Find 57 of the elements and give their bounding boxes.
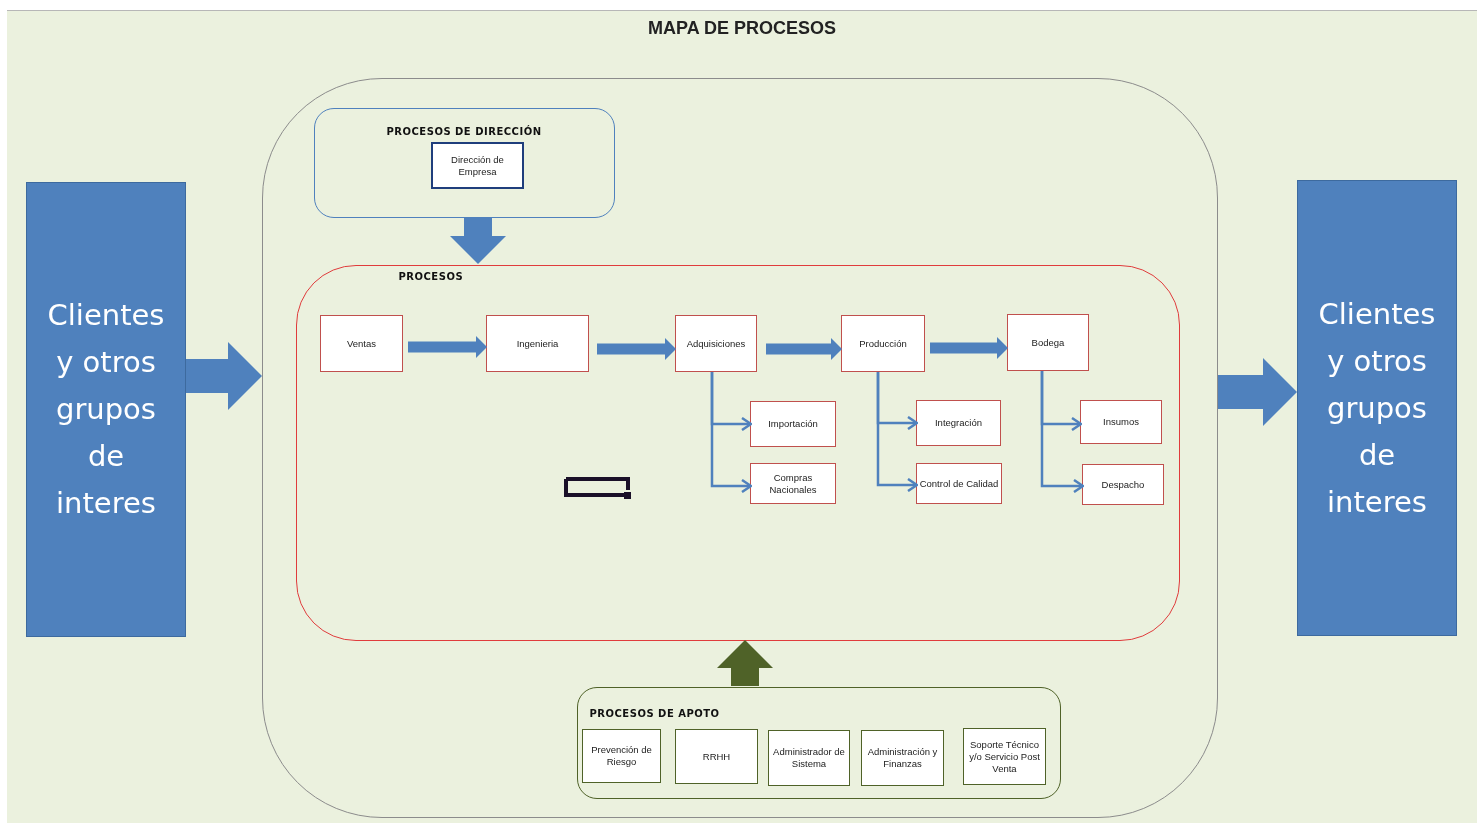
box-label: Prevención de Riesgo [590, 744, 653, 768]
process-box [1007, 314, 1089, 371]
box-label: Producción [859, 337, 907, 350]
box-label: Compras Nacionales [768, 471, 818, 496]
arrow [597, 338, 676, 360]
process-box [768, 730, 850, 786]
box-label: Integración [935, 417, 982, 429]
group-panel [295, 264, 1180, 641]
stakeholder-label: Clientes y otros grupos de interes [46, 297, 166, 522]
group-heading: PROCESOS DE APOTO [589, 707, 720, 719]
stakeholder-block [26, 182, 186, 637]
arrow [766, 338, 842, 360]
block-arrow [450, 217, 506, 264]
group-panel [576, 686, 1061, 799]
box-label: Ingenieria [516, 337, 559, 350]
process-box [675, 729, 758, 784]
arrow [710, 372, 753, 494]
process-box [963, 728, 1046, 785]
process-box [675, 315, 757, 372]
box-label: Control de Calidad [919, 477, 999, 490]
process-box [1082, 464, 1164, 505]
arrow [1040, 371, 1085, 494]
box-label: Soporte Técnico y/o Servicio Post Venta [968, 738, 1041, 775]
process-box [916, 400, 1001, 446]
process-box [582, 729, 661, 783]
box-label: Adquisiciones [686, 337, 746, 350]
stakeholder-label: Clientes y otros grupos de interes [1317, 295, 1437, 521]
process-box [320, 315, 403, 372]
box-label: Insumos [1103, 416, 1139, 428]
process-box [861, 730, 944, 786]
outer-boundary [262, 78, 1218, 818]
arrow [876, 372, 919, 493]
box-label: Importación [768, 418, 818, 430]
diagram-title: MAPA DE PROCESOS [648, 18, 836, 39]
block-arrow [1218, 358, 1297, 426]
box-label: Despacho [1101, 478, 1145, 491]
block-arrow [717, 640, 773, 686]
box-label: Administración y Finanzas [866, 746, 939, 770]
block-arrow [186, 342, 262, 410]
group-heading: PROCESOS DE DIRECCIÓN [385, 125, 543, 137]
process-box [431, 142, 524, 189]
process-box [1080, 400, 1162, 444]
process-box [750, 463, 836, 504]
box-label: Dirección de Empresa [450, 153, 505, 178]
process-box [750, 401, 836, 447]
arrow [930, 337, 1008, 359]
box-label: Bodega [1031, 336, 1065, 349]
process-box [486, 315, 589, 372]
process-box [916, 463, 1002, 504]
group-heading: PROCESOS [398, 270, 464, 282]
box-label: Administrador de Sistema [772, 746, 846, 770]
box-label: RRHH [702, 750, 731, 763]
stakeholder-block [1297, 180, 1457, 636]
group-panel [313, 107, 615, 218]
arrow [408, 336, 487, 358]
box-label: Ventas [346, 337, 377, 350]
process-box [841, 315, 925, 372]
